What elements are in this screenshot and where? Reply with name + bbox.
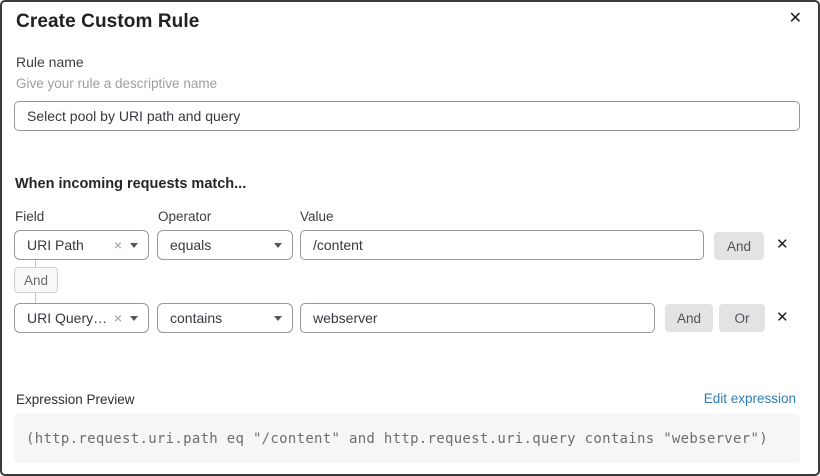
operator-select-row2[interactable]: contains [157, 303, 293, 333]
expression-preview-box: (http.request.uri.path eq "/content" and… [14, 414, 800, 463]
operator-select-row2-value: contains [170, 310, 223, 326]
operator-select-row1[interactable]: equals [157, 230, 293, 260]
match-section-heading: When incoming requests match... [15, 176, 247, 192]
chevron-down-icon [274, 315, 282, 321]
chevron-down-icon [130, 242, 138, 248]
page-title: Create Custom Rule [16, 11, 200, 32]
edit-expression-link[interactable]: Edit expression [703, 391, 796, 406]
field-select-row2-value: URI Query St... [27, 310, 108, 326]
expression-preview-label: Expression Preview [16, 392, 135, 407]
field-column-label: Field [15, 209, 45, 224]
value-input-row2[interactable] [300, 303, 655, 333]
value-column-label: Value [300, 209, 334, 224]
connector-line [35, 260, 36, 267]
connector-line [35, 293, 36, 303]
rule-name-help-text: Give your rule a descriptive name [16, 76, 218, 91]
and-connector-badge[interactable]: And [14, 267, 58, 293]
operator-select-row1-value: equals [170, 237, 212, 253]
field-select-row2[interactable]: URI Query St... × [14, 303, 149, 333]
clear-field-icon[interactable]: × [113, 310, 122, 326]
expression-code: (http.request.uri.path eq "/content" and… [26, 430, 768, 447]
chevron-down-icon [274, 242, 282, 248]
value-input-row1[interactable] [300, 230, 704, 260]
add-or-condition-button-row2[interactable]: Or [719, 304, 765, 332]
field-select-row1[interactable]: URI Path × [14, 230, 149, 260]
close-icon[interactable]: ✕ [783, 6, 808, 30]
operator-column-label: Operator [158, 209, 212, 224]
field-select-row1-value: URI Path [27, 237, 84, 253]
clear-field-icon[interactable]: × [113, 237, 122, 253]
delete-row2-icon[interactable]: ✕ [776, 308, 789, 326]
delete-row1-icon[interactable]: ✕ [776, 235, 789, 253]
add-and-condition-button-row1[interactable]: And [714, 232, 764, 260]
chevron-down-icon [130, 315, 138, 321]
add-and-condition-button-row2[interactable]: And [665, 304, 713, 332]
rule-name-input[interactable] [14, 101, 800, 131]
rule-name-label: Rule name [16, 54, 84, 70]
